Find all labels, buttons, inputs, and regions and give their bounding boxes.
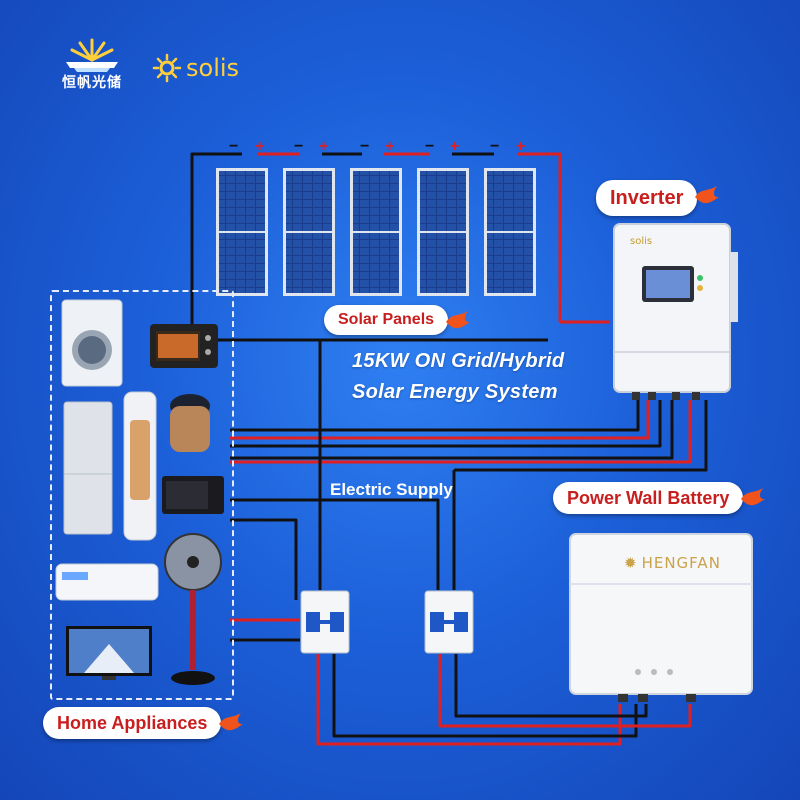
air-conditioner-tower-icon [123,391,157,541]
flame-icon [695,186,720,204]
polarity-positive-2: + [319,138,329,155]
system-title-line1: 15KW ON Grid/Hybrid [352,350,565,372]
flame-icon [741,488,766,506]
wall-ac-icon [55,563,159,601]
sun-icon [152,53,182,83]
polarity-negative-4: − [425,138,435,155]
solar-panel-2 [283,168,335,296]
polarity-negative-1: − [229,138,239,155]
electric-supply-label: Electric Supply [330,480,453,499]
solar-panel-4 [417,168,469,296]
battery-tag: Power Wall Battery [553,482,766,514]
hengfan-logo: 恒帆光储 [52,34,132,94]
inverter-unit [613,223,738,400]
sunrise-icon [66,38,118,72]
television-icon [66,626,152,680]
solar-panel-1 [216,168,268,296]
inverter-brand: solis [630,236,653,247]
washing-machine-icon [61,299,123,387]
home-appliances-label: Home Appliances [57,712,208,733]
solar-panels-label: Solar Panels [338,311,435,328]
polarity-negative-3: − [360,138,370,155]
battery-brand-row: ✹ HENGFAN [624,554,721,572]
solar-panels-tag: Solar Panels [324,305,471,335]
refrigerator-icon [63,401,113,535]
standing-fan-icon [164,533,222,685]
oven-icon [150,324,218,368]
rice-cooker-icon [170,394,210,452]
solis-text: solis [186,54,240,82]
battery-unit [569,533,753,702]
solar-panel-3 [350,168,402,296]
battery-brand: HENGFAN [641,554,721,572]
polarity-positive-1: + [255,138,265,155]
home-appliances-tag: Home Appliances [43,707,244,739]
inverter-label: Inverter [610,186,684,209]
polarity-positive-3: + [385,138,395,155]
flame-icon [446,311,471,329]
polarity-positive-4: + [450,138,460,155]
polarity-positive-5: + [516,138,526,155]
solis-logo: solis [152,50,239,86]
inverter-tag: Inverter [596,180,720,216]
polarity-negative-2: − [294,138,304,155]
home-appliances-group [50,290,234,700]
circuit-breaker-2 [424,590,474,654]
system-title-line2: Solar Energy System [352,381,558,403]
battery-label: Power Wall Battery [567,487,730,508]
sun-icon: ✹ [624,554,638,572]
brand-cn-text: 恒帆光储 [62,75,122,91]
solar-panel-5 [484,168,536,296]
circuit-breaker-1 [300,590,350,654]
microwave-icon [162,476,224,514]
polarity-negative-5: − [490,138,500,155]
flame-icon [219,713,244,731]
